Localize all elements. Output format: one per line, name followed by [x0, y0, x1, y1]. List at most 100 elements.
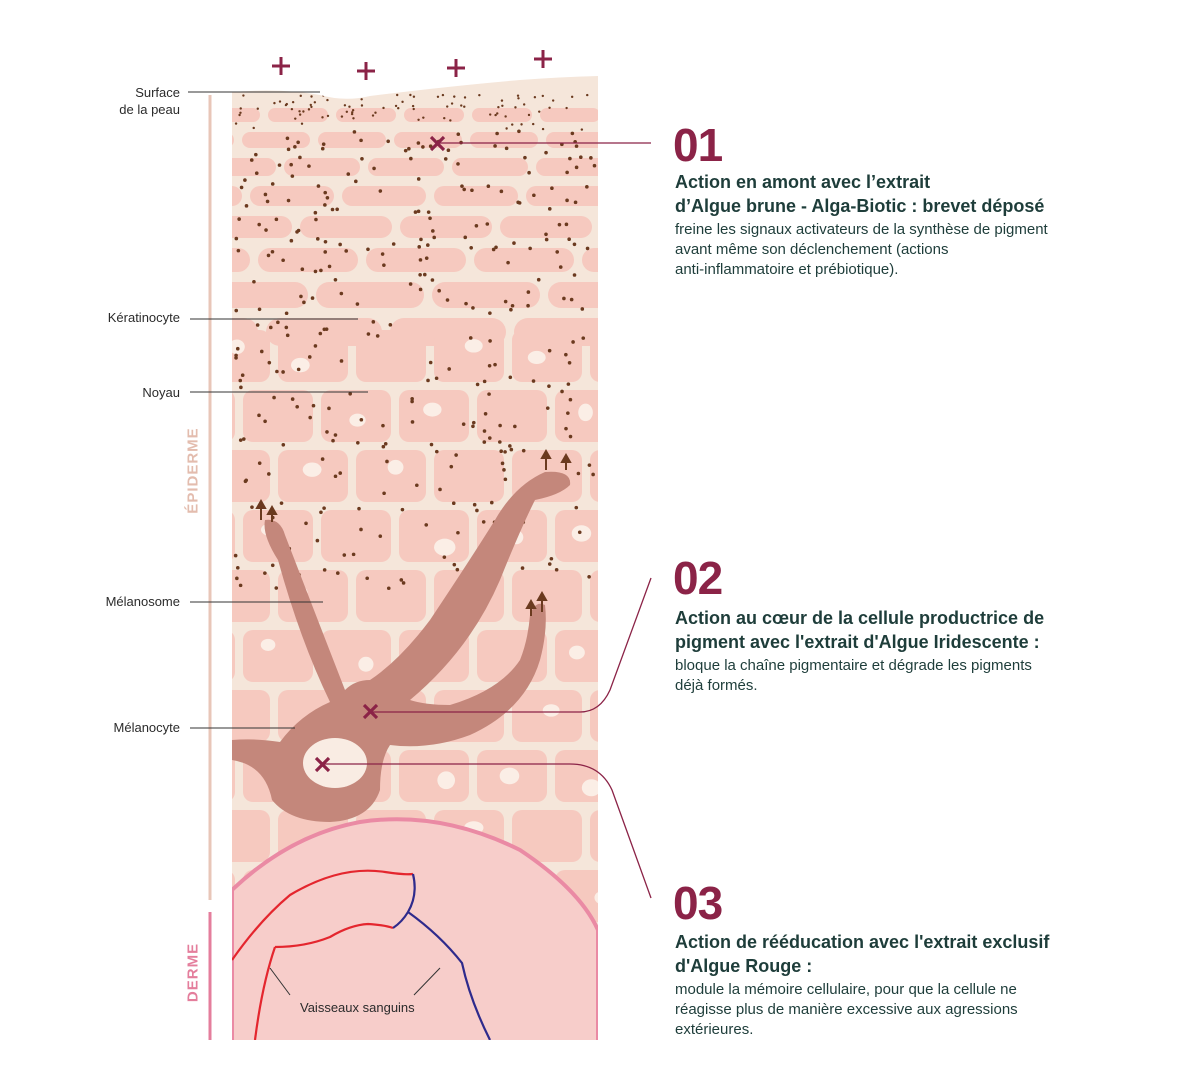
keratinocyte-cell	[356, 570, 426, 622]
step-01-title: Action en amont avec l’extrait d’Algue b…	[675, 170, 1145, 218]
keratinocyte-cell	[232, 132, 234, 148]
melanin-dot	[325, 430, 329, 434]
melanin-dot	[544, 232, 548, 237]
melanin-dot	[359, 138, 363, 143]
melanin-dot	[281, 370, 285, 374]
melanin-dot	[319, 268, 323, 273]
cell-nucleus	[260, 638, 276, 651]
melanin-dot	[463, 96, 467, 99]
melanin-dot	[290, 107, 294, 111]
melanin-dot	[385, 459, 389, 464]
keratinocyte-cells	[232, 108, 598, 922]
melanin-dot	[354, 179, 358, 184]
melanin-dot	[295, 404, 299, 409]
cell-nucleus	[605, 699, 620, 713]
melanin-dot	[250, 505, 254, 509]
melanin-dot	[311, 403, 316, 408]
melanin-dot	[516, 94, 520, 97]
melanin-dot	[562, 296, 566, 301]
keratinocyte-cell	[232, 810, 270, 862]
melanin-dot	[296, 367, 301, 372]
melanin-dot	[249, 158, 254, 162]
keratinocyte-cell	[268, 108, 328, 122]
label-epiderme: ÉPIDERME	[184, 427, 202, 514]
label-derme: DERME	[184, 942, 202, 1003]
melanin-dot	[429, 442, 434, 447]
melanin-dot	[372, 166, 376, 171]
melanin-dot	[374, 111, 377, 114]
melanin-dot	[512, 241, 516, 245]
melanin-dot	[360, 98, 363, 101]
melanin-dot	[278, 100, 282, 103]
keratinocyte-cell	[540, 108, 598, 122]
melanin-dot	[446, 148, 451, 153]
melanin-dot	[460, 104, 463, 107]
melanin-dot	[273, 101, 276, 105]
cell-nucleus	[232, 339, 245, 355]
melanin-dot	[281, 443, 286, 447]
melanin-dot	[589, 156, 593, 160]
keratinocyte-cell	[284, 158, 360, 176]
melanin-dot	[569, 297, 574, 302]
keratinocyte-cell	[242, 132, 310, 148]
melanin-dot	[472, 502, 477, 507]
melanin-dot	[568, 156, 572, 161]
melanin-dot	[244, 204, 249, 208]
melanin-dot	[348, 392, 352, 396]
melanin-dot	[286, 198, 291, 203]
melanin-dot	[482, 379, 487, 384]
cell-nucleus	[527, 350, 546, 364]
plus-icon	[357, 62, 375, 80]
melanin-dot	[403, 148, 408, 153]
melanin-dot	[239, 185, 244, 190]
melanin-dot	[274, 217, 279, 222]
melanin-dot	[566, 382, 571, 386]
melanin-dot	[307, 355, 312, 359]
melanin-dot	[400, 507, 405, 512]
melanin-dot	[391, 242, 396, 246]
melanin-dot	[482, 440, 487, 444]
melanin-dot	[323, 250, 328, 254]
step-02-title: Action au cœur de la cellule productrice…	[675, 606, 1145, 654]
melanin-dot	[410, 397, 414, 401]
melanin-dot	[418, 258, 423, 262]
melanin-dot	[234, 236, 239, 241]
keratinocyte-cell	[472, 108, 532, 122]
melanin-dot	[289, 238, 294, 243]
artery-branch	[253, 922, 394, 1040]
melanin-dot	[309, 103, 312, 107]
melanin-dot	[443, 157, 448, 161]
cell-nucleus	[499, 767, 520, 785]
melanin-dot	[333, 474, 338, 479]
melanin-dot	[500, 99, 504, 102]
melanin-dot	[266, 253, 271, 258]
melanin-dot	[471, 420, 476, 425]
melanin-dot	[401, 100, 404, 104]
melanin-dot	[322, 94, 325, 97]
melanin-dot	[415, 483, 419, 488]
vaisseaux-leader-left	[269, 967, 291, 996]
melanin-dot	[399, 578, 404, 582]
melanin-dot	[366, 247, 370, 252]
keratinocyte-cell	[555, 750, 598, 802]
melanin-dot	[407, 146, 411, 151]
melanin-dot	[489, 500, 494, 505]
melanin-dot	[293, 145, 297, 149]
melanin-dot	[449, 119, 452, 122]
melanin-dot	[360, 104, 364, 107]
label-keratinocyte: Kératinocyte	[107, 310, 180, 325]
melanin-dot	[565, 170, 569, 175]
step-02-desc-line1: bloque la chaîne pigmentaire et dégrade …	[675, 657, 1032, 674]
melanin-dot	[475, 382, 480, 387]
cell-nucleus	[358, 656, 374, 672]
melanin-dot	[446, 105, 449, 108]
cell-nucleus	[630, 584, 644, 597]
melanin-dot	[350, 112, 354, 116]
melanin-dot	[263, 571, 267, 575]
melanin-dot	[532, 193, 536, 198]
melanin-dot	[592, 163, 597, 168]
melanin-dot	[327, 406, 331, 411]
keratinocyte-cell	[318, 132, 386, 148]
melanin-dot	[432, 235, 437, 240]
melanin-dot	[233, 553, 238, 558]
